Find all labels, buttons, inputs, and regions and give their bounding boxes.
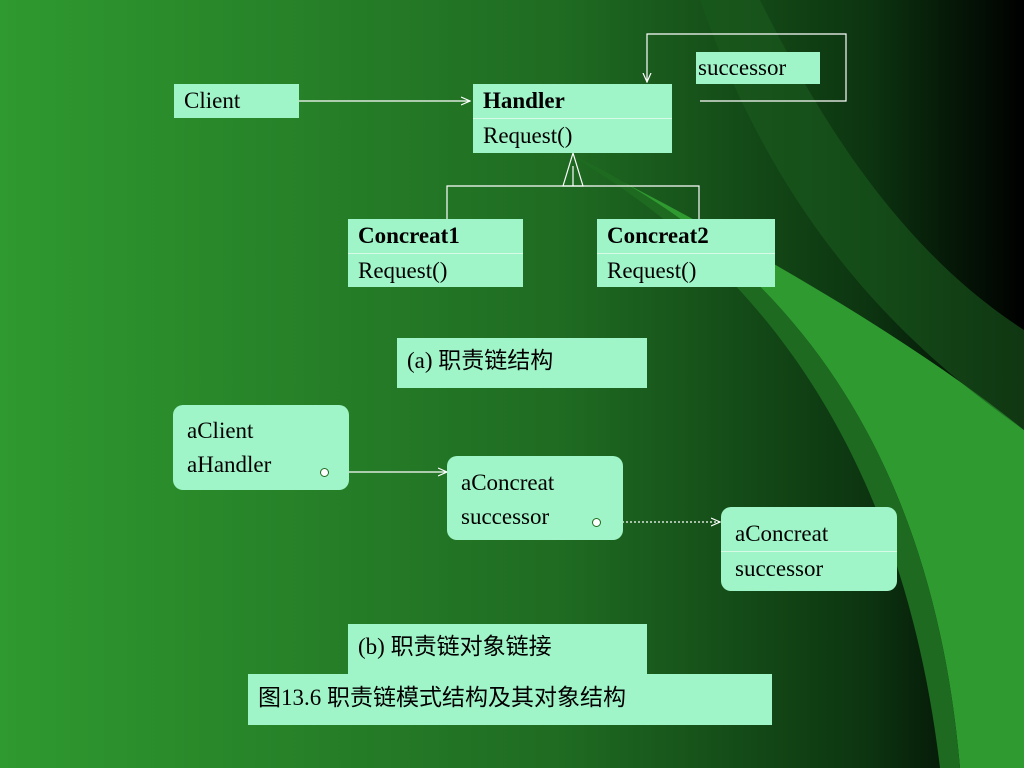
concrete2-name: Concreat2 [607, 223, 709, 248]
successor-label: successor [698, 55, 787, 80]
concrete-object-1-box: aConcreat successor [447, 456, 623, 540]
concrete-object-2-box: aConcreat successor [721, 507, 897, 591]
client-label: Client [184, 88, 241, 113]
client-object-name: aClient [187, 418, 254, 443]
concrete1-class-box: Concreat1 Request() [348, 219, 523, 287]
handler-method: Request() [473, 118, 672, 153]
ahandler-pointer-dot [320, 468, 329, 477]
client-object-box: aClient aHandler [173, 405, 349, 490]
caption-a: (a) 职责链结构 [407, 348, 554, 373]
successor-loop-arrow [647, 33, 847, 102]
concrete1-method: Request() [348, 253, 523, 288]
handler-name: Handler [483, 88, 565, 113]
concrete1-name: Concreat1 [358, 223, 460, 248]
concrete2-class-box: Concreat2 Request() [597, 219, 775, 287]
inheritance-triangle [562, 150, 584, 187]
caption-b: (b) 职责链对象链接 [358, 634, 552, 659]
client-class-box: Client [174, 84, 299, 118]
figure-caption-box: 图13.6 职责链模式结构及其对象结构 [248, 674, 772, 725]
concrete-object-1-field: successor [461, 504, 550, 529]
inheritance-tree [446, 185, 700, 219]
successor-label-box: successor [696, 52, 820, 84]
concrete2-method: Request() [597, 253, 775, 288]
successor-pointer-dot [592, 518, 601, 527]
caption-a-box: (a) 职责链结构 [397, 338, 647, 388]
figure-caption: 图13.6 职责链模式结构及其对象结构 [258, 685, 626, 710]
handler-class-box: Handler Request() [473, 84, 672, 153]
concrete-object-2-name: aConcreat [735, 521, 829, 546]
client-object-field: aHandler [187, 452, 272, 477]
concrete-object-2-field: successor [721, 551, 897, 586]
caption-b-box: (b) 职责链对象链接 [348, 624, 647, 674]
concrete-object-1-name: aConcreat [461, 470, 555, 495]
